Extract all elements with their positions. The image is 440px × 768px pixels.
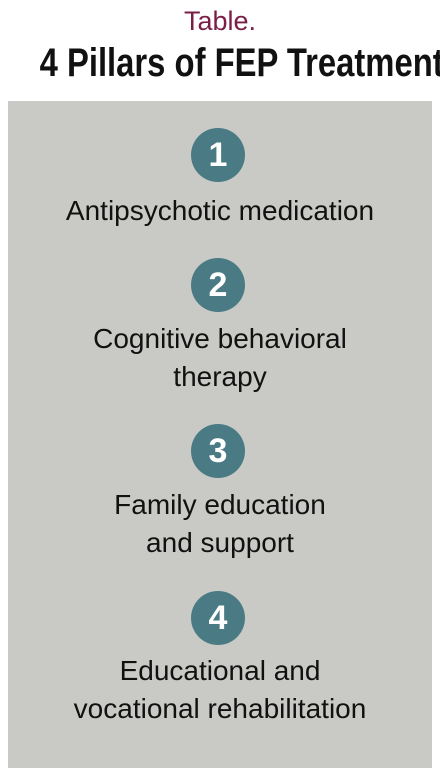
pillar-label-line: Educational and	[119, 655, 321, 686]
table-title: 4 Pillars of FEP Treatment	[39, 41, 440, 85]
table-kicker: Table.	[183, 6, 257, 36]
pillar-number-badge: 4	[191, 591, 245, 645]
table-header: Table. 4 Pillars of FEP Treatment	[0, 0, 440, 100]
pillar-number-badge: 3	[191, 424, 245, 478]
pillar-label-line: Family education	[114, 489, 326, 520]
pillar-label: Educational and vocational rehabilitatio…	[8, 652, 432, 728]
pillar-label: Antipsychotic medication	[8, 192, 432, 230]
pillar-label: Family education and support	[8, 486, 432, 562]
pillars-panel: 1 Antipsychotic medication 2 Cognitive b…	[8, 101, 432, 768]
pillar-label-line: vocational rehabilitation	[73, 693, 367, 724]
pillar-label-line: therapy	[173, 361, 267, 392]
pillar-number-badge: 1	[191, 128, 245, 182]
pillar-label: Cognitive behavioral therapy	[8, 320, 432, 396]
pillar-number-badge: 2	[191, 258, 245, 312]
pillar-label-line: Cognitive behavioral	[93, 323, 347, 354]
pillar-label-line: and support	[146, 527, 294, 558]
pillar-label-line: Antipsychotic medication	[65, 195, 375, 226]
